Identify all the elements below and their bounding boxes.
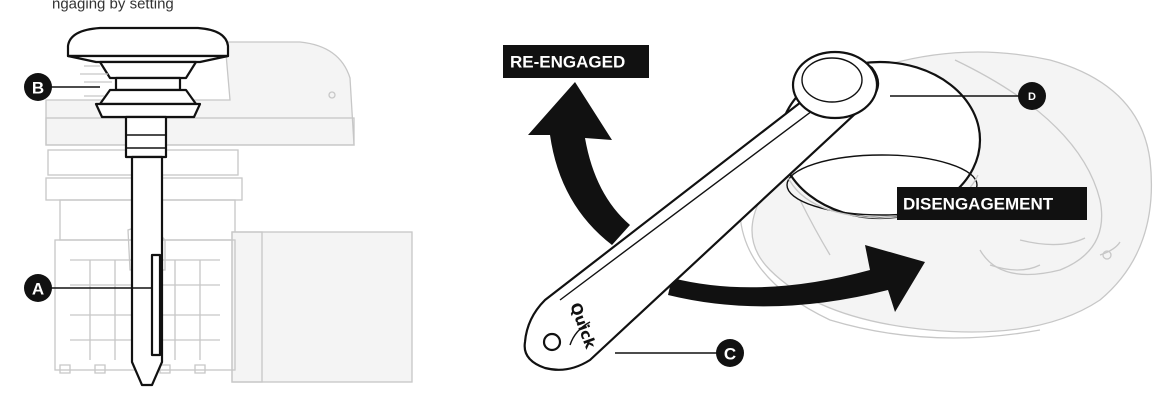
- winch-side-view: B A: [24, 26, 413, 387]
- drum-hatching: [80, 65, 112, 97]
- disengage-arrow: [668, 245, 925, 312]
- cropped-header-text: ngaging by setting: [52, 0, 174, 13]
- callout-c-letter: C: [724, 345, 736, 364]
- handle-socket-top: [801, 57, 863, 103]
- winch-cap: [66, 26, 230, 58]
- disengagement-banner: [897, 187, 1087, 220]
- re-engaged-banner: [503, 45, 649, 78]
- callout-b-letter: B: [32, 79, 44, 98]
- drum-cap-rim: [786, 154, 978, 216]
- base-screw: [1102, 250, 1112, 260]
- disengagement-label: DISENGAGEMENT: [903, 195, 1054, 214]
- callout-d-badge: [1018, 82, 1046, 110]
- rod-key: [150, 253, 162, 357]
- motor-flange: [231, 231, 263, 383]
- base-bolts: [59, 364, 206, 374]
- handle-bevel: [559, 89, 841, 346]
- callout-b-badge: [24, 73, 52, 101]
- motor-cylinder: [231, 231, 413, 383]
- drum-neck: [114, 76, 182, 92]
- callout-a-letter: A: [32, 280, 44, 299]
- handle-socket: [791, 50, 879, 120]
- housing-screw: [328, 91, 336, 99]
- shaft-collar: [124, 115, 168, 159]
- drum-flange: [94, 102, 202, 119]
- collar-lines: [126, 134, 166, 149]
- callout-c-badge: [716, 339, 744, 367]
- callout-a-badge: [24, 274, 52, 302]
- lower-drum-ring: [98, 88, 198, 106]
- re-engage-arrow: [528, 82, 630, 245]
- upper-drum-ring: [98, 60, 198, 80]
- cap-skirt: [66, 54, 230, 64]
- deck-line: [45, 117, 355, 146]
- callout-d-letter: D: [1028, 91, 1036, 103]
- base-slots: [799, 199, 1121, 271]
- handle-grip-hole: [542, 332, 562, 352]
- winch-top-view: Quick D C RE-ENGAGED DISENGAGEMENT: [503, 45, 1153, 371]
- re-engaged-label: RE-ENGAGED: [510, 53, 625, 72]
- base-skirt: [739, 59, 1103, 339]
